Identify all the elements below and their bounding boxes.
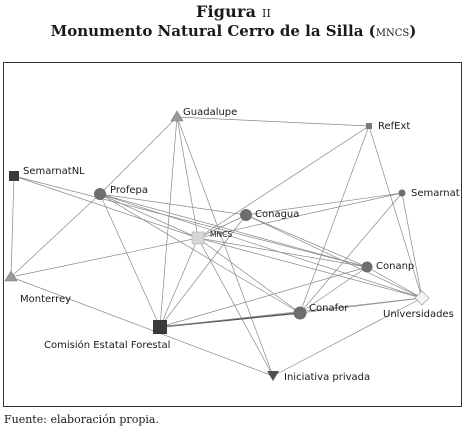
network-edges [10, 116, 423, 377]
edge-mncs-monterrey [10, 237, 199, 278]
edge-conagua-cef [159, 214, 247, 328]
edge-conanp-conafor [299, 266, 368, 314]
edge-refext-conafor [299, 125, 370, 314]
edge-profepa-cef [99, 193, 161, 328]
edge-semarnatnl-monterrey [10, 175, 15, 278]
network-labels: Guadalupe RefExt SemarnatNL Profepa Cona… [20, 107, 460, 383]
figure-title-close: ) [409, 22, 417, 40]
edge-semarnatnl-conanp [13, 175, 368, 268]
label-ip: Iniciativa privada [284, 372, 370, 383]
edge-refext-mncs [197, 125, 370, 239]
network-diagram: Guadalupe RefExt SemarnatNL Profepa Cona… [4, 107, 460, 383]
figure-source: Fuente: elaboración propia. [4, 413, 159, 426]
edge-profepa-mncs [99, 193, 199, 239]
network-nodes [4, 110, 430, 381]
edge-guadalupe-cef [159, 116, 178, 328]
label-conagua: Conagua [255, 209, 299, 220]
edge-refext-universidades [368, 125, 423, 299]
figure-label: Figura II [0, 2, 467, 21]
node-refext [366, 123, 372, 129]
edge-mncs-conanp [197, 237, 368, 268]
edge-semarnat-conafor [299, 192, 403, 314]
figure-label-text: Figura [195, 2, 262, 21]
node-semarnatnl [9, 171, 19, 181]
diagram-frame [3, 62, 462, 407]
label-mncs: MNCS [210, 230, 232, 239]
edge-guadalupe-profepa [99, 116, 178, 195]
edge-conanp-cef [159, 266, 368, 328]
label-profepa: Profepa [110, 185, 148, 196]
edge-mncs-cef [159, 237, 199, 328]
node-profepa [94, 188, 106, 200]
node-ip [267, 371, 279, 381]
node-mncs [191, 231, 205, 245]
edge-semarnat-conagua [245, 192, 403, 216]
edge-conagua-conanp [245, 214, 368, 268]
edge-conagua-mncs [197, 214, 247, 239]
edge-mncs-ip [197, 237, 274, 377]
label-conanp: Conanp [376, 261, 414, 272]
edge-semarnat-universidades [401, 192, 423, 299]
edge-guadalupe-refext [176, 116, 370, 127]
node-semarnat [398, 189, 406, 197]
node-conafor [293, 306, 307, 320]
edge-profepa-conafor [99, 193, 301, 314]
node-cef [153, 320, 167, 334]
edge-guadalupe-ip [176, 116, 274, 377]
edge-universidades-cef [159, 297, 423, 328]
edge-profepa-monterrey [10, 193, 101, 278]
edge-universidades-ip [272, 297, 423, 377]
figure-title-main: Monumento Natural Cerro de la Silla ( [50, 22, 376, 40]
label-refext: RefExt [378, 121, 410, 132]
label-cef: Comisión Estatal Forestal [44, 339, 170, 351]
figure-label-number: II [261, 2, 272, 21]
edge-semarnat-mncs [197, 192, 403, 239]
label-universidades: Universidades [383, 309, 454, 320]
label-monterrey: Monterrey [20, 294, 71, 305]
node-conanp [361, 261, 373, 273]
node-universidades [414, 290, 430, 306]
label-semarnat: Semarnat [411, 188, 460, 199]
figure-title: Monumento Natural Cerro de la Silla (MNC… [0, 22, 467, 40]
edge-mncs-conafor [197, 237, 301, 314]
edge-conagua-universidades [245, 214, 423, 299]
edge-profepa-universidades [99, 193, 423, 299]
node-conagua [240, 209, 252, 221]
label-guadalupe: Guadalupe [183, 107, 237, 118]
edge-profepa-conagua [99, 193, 247, 216]
edge-mncs-universidades [197, 237, 423, 299]
label-semarnatnl: SemarnatNL [23, 166, 85, 177]
label-conafor: Conafor [309, 303, 349, 314]
figure-title-acronym: MNCS [375, 24, 410, 40]
node-guadalupe [170, 110, 184, 122]
edge-monterrey-ip [10, 276, 274, 377]
edge-conanp-universidades [366, 266, 423, 299]
node-monterrey [4, 270, 18, 282]
edge-guadalupe-mncs [176, 116, 199, 239]
